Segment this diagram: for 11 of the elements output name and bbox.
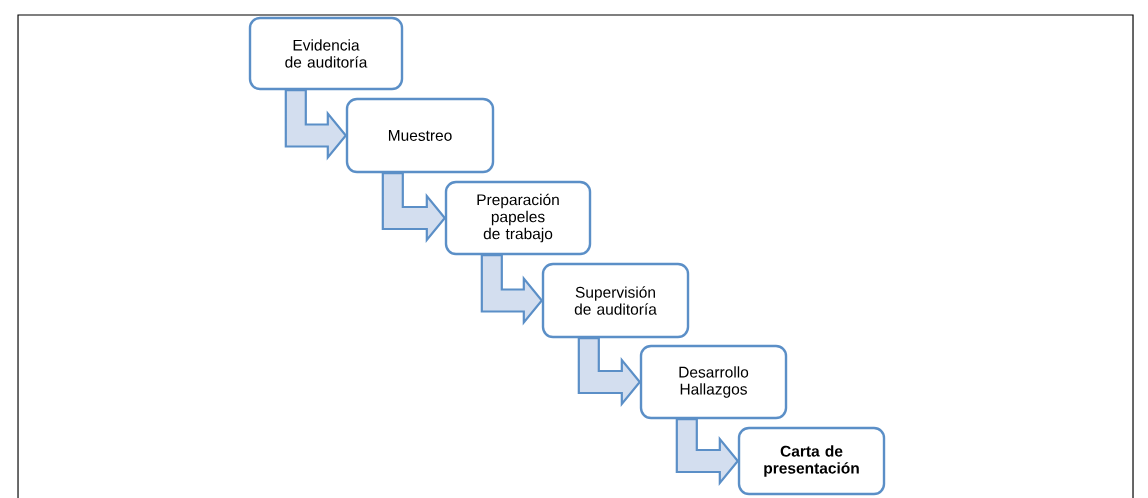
bent-arrow [381,172,447,244]
process-box: Supervisión de auditoría [541,262,690,339]
process-box: Preparación papeles de trabajo [444,180,592,256]
bent-arrow [284,89,348,161]
process-box: Muestreo [345,97,495,174]
process-box: Evidencia de auditoría [248,16,404,91]
process-box: Desarrollo Hallazgos [639,344,788,420]
process-box: Carta de presentación [737,426,886,496]
bent-arrow [577,337,642,408]
bent-arrow [480,254,544,326]
bent-arrow [675,418,740,487]
